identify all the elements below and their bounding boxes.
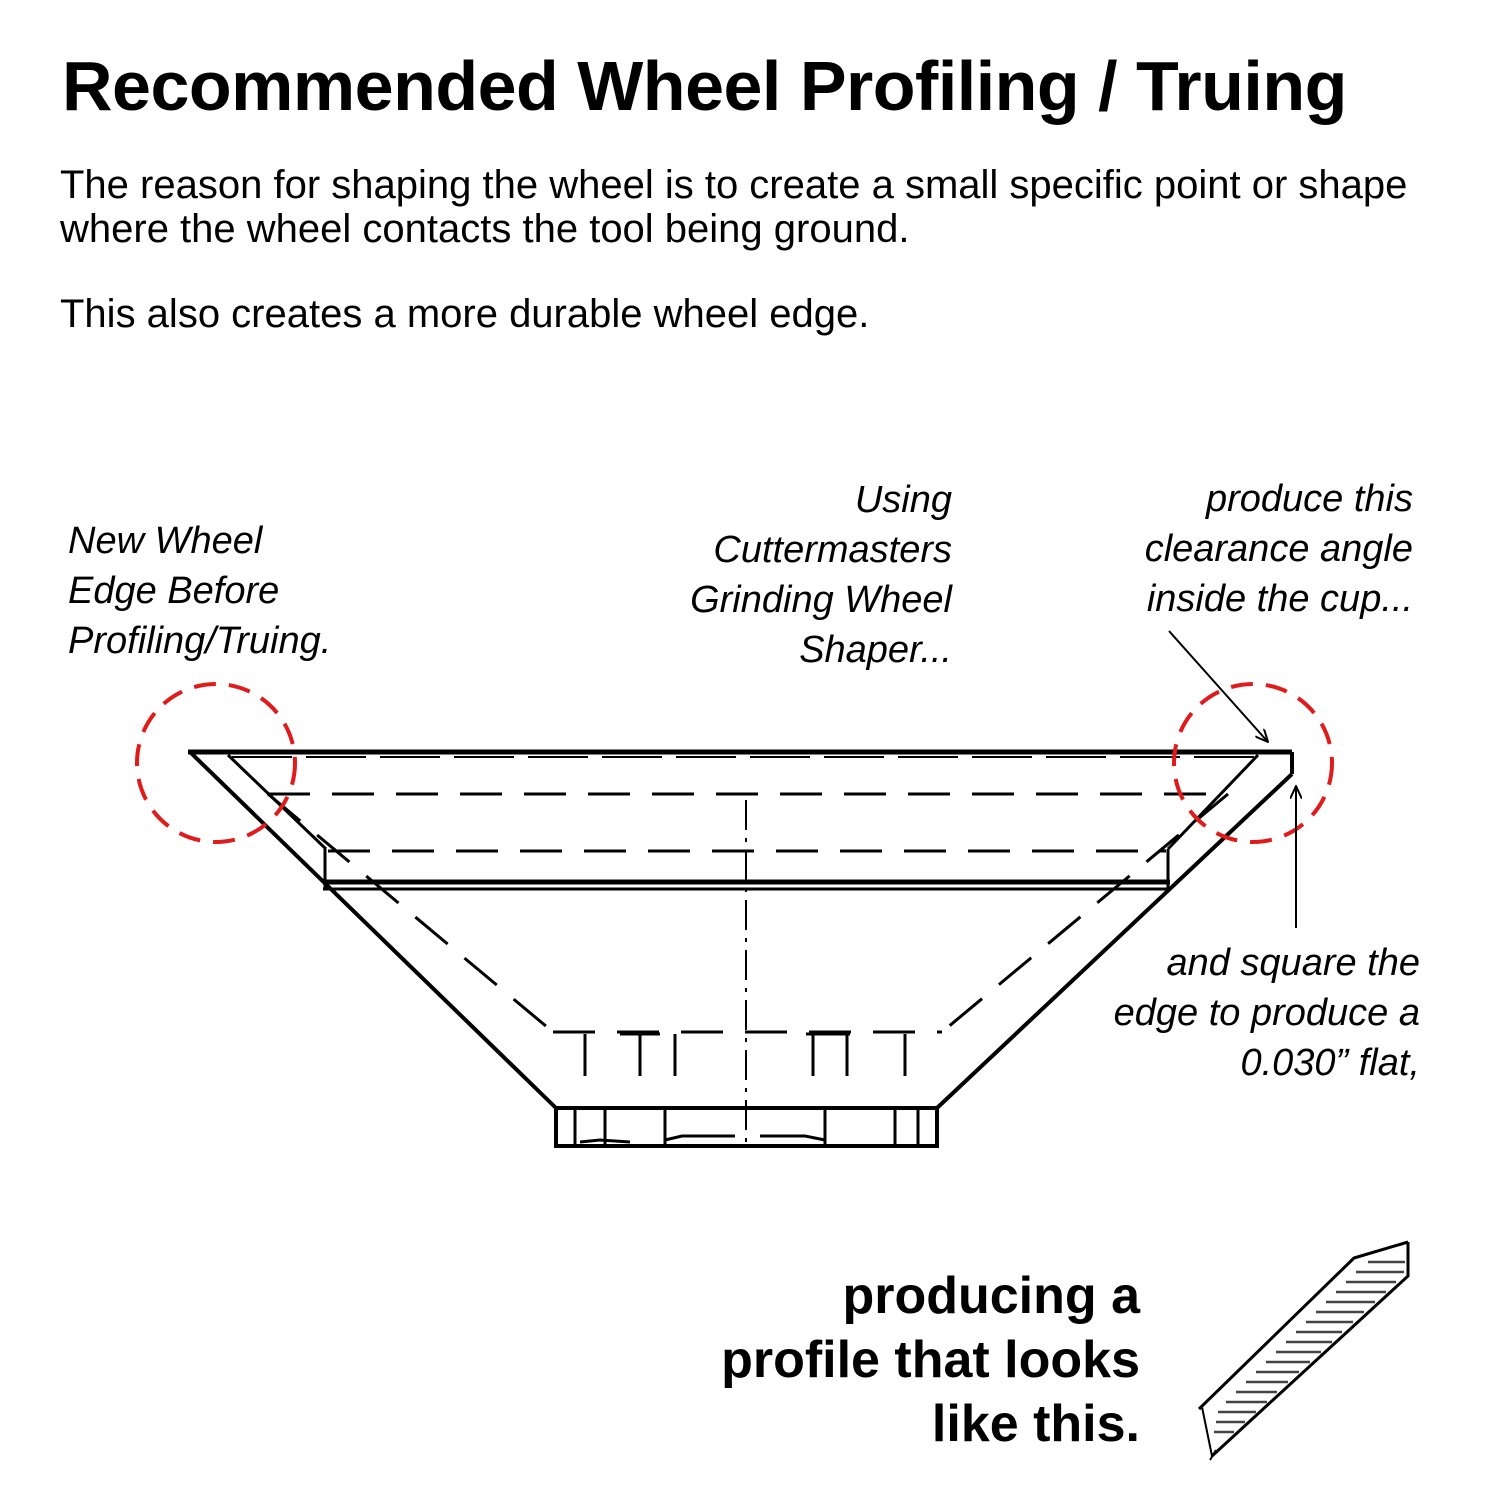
clearance-angle-label-line: inside the cup... <box>1146 578 1413 620</box>
using-shaper-label-line: Grinding Wheel <box>690 579 952 621</box>
result-caption-line: producing a <box>842 1267 1140 1325</box>
result-caption: producing a profile that looks like this… <box>640 1264 1140 1456</box>
result-caption-line: profile that looks <box>721 1331 1140 1389</box>
durability-note: This also creates a more durable wheel e… <box>60 292 870 336</box>
using-shaper-label-line: Shaper... <box>799 629 952 671</box>
new-wheel-label-line: Edge Before <box>68 570 280 612</box>
wheel-outer-outline <box>188 749 1294 1148</box>
profile-sketch <box>1197 1240 1410 1461</box>
using-shaper-label: Using Cuttermasters Grinding Wheel Shape… <box>600 475 952 675</box>
new-wheel-label-line: Profiling/Truing. <box>68 620 332 662</box>
clearance-angle-label: produce this clearance angle inside the … <box>1060 474 1413 624</box>
page-title: Recommended Wheel Profiling / Truing <box>62 47 1347 125</box>
using-shaper-label-line: Using <box>854 479 952 521</box>
wheel-hub-features <box>573 1032 920 1145</box>
new-edge-highlight-circle <box>135 682 297 844</box>
using-shaper-label-line: Cuttermasters <box>713 529 952 571</box>
wheel-rim-band <box>226 753 1260 891</box>
square-edge-label-line: 0.030” flat, <box>1240 1042 1420 1084</box>
trued-edge-highlight-circle <box>1172 682 1334 844</box>
square-edge-label-line: edge to produce a <box>1113 992 1420 1034</box>
intro-paragraph: The reason for shaping the wheel is to c… <box>60 163 1408 251</box>
clearance-angle-label-line: clearance angle <box>1144 528 1413 570</box>
clearance-angle-arrow <box>1168 630 1268 742</box>
result-caption-line: like this. <box>931 1395 1140 1453</box>
square-edge-label-line: and square the <box>1166 942 1420 984</box>
clearance-angle-label-line: produce this <box>1205 478 1413 520</box>
new-wheel-label-line: New Wheel <box>68 520 263 562</box>
square-edge-label: and square the edge to produce a 0.030” … <box>1020 938 1420 1088</box>
new-wheel-label: New Wheel Edge Before Profiling/Truing. <box>68 516 331 666</box>
